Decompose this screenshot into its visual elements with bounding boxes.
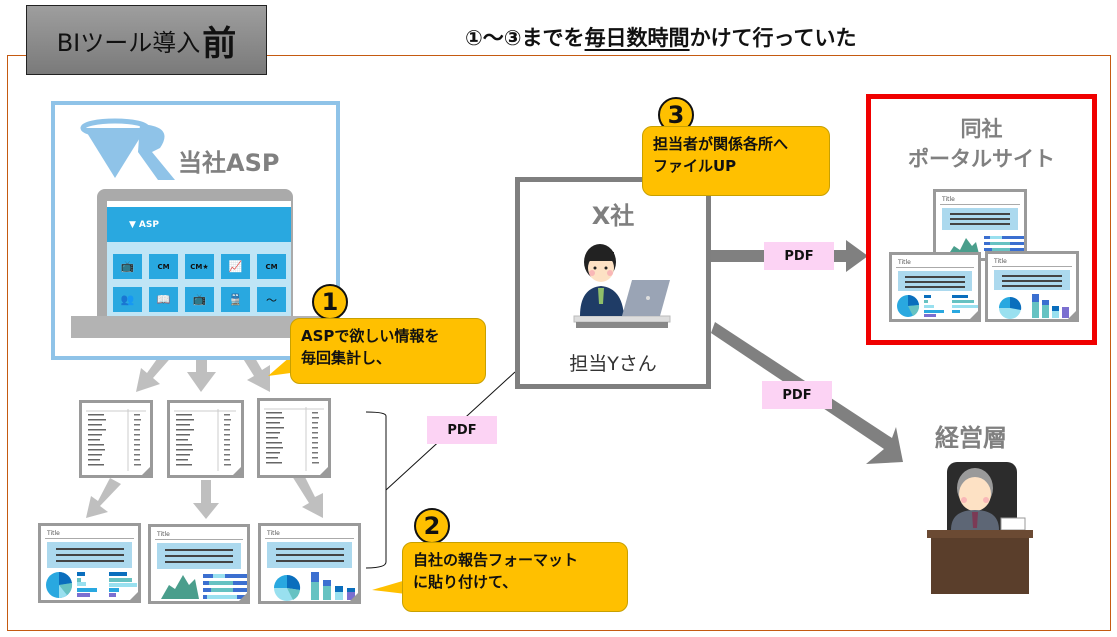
- report-summary-band: [47, 542, 132, 568]
- train-icon[interactable]: 🚆: [221, 287, 250, 312]
- step-3-line-1: 担当者が関係各所へ: [653, 135, 789, 153]
- report-charts: [46, 571, 137, 598]
- report-title-label: Title: [942, 196, 955, 203]
- step-2-line-1: 自社の報告フォーマット: [413, 551, 579, 569]
- area-chart: [161, 575, 199, 599]
- table-lines: [86, 409, 146, 471]
- table-to-report-arrows: [86, 471, 323, 519]
- portal-title: 同社 ポータルサイト: [866, 114, 1097, 174]
- page-fold: [236, 590, 250, 604]
- arrow-table-to-report-3: [292, 471, 323, 518]
- data-table-doc-3: [257, 398, 331, 478]
- executive-person-icon: [927, 462, 1033, 594]
- management-title: 経営層: [935, 424, 1007, 452]
- portal-title-line-1: 同社: [960, 117, 1003, 141]
- asp-title: 当社ASP: [178, 149, 280, 177]
- page-title: BIツール導入前: [26, 5, 267, 75]
- step-2-callout: 自社の報告フォーマット に貼り付けて、: [402, 542, 628, 612]
- report-title-line: [265, 538, 354, 539]
- laptop-base: [71, 316, 333, 338]
- report-summary-band: [942, 208, 1018, 230]
- page-fold: [317, 464, 331, 478]
- portal-report-left: Title: [889, 252, 981, 322]
- report-summary-band: [898, 271, 972, 291]
- arrow-table-to-report-2: [193, 480, 219, 519]
- report-title-label: Title: [157, 531, 170, 538]
- page-fold: [139, 464, 153, 478]
- portal-title-line-2: ポータルサイト: [908, 147, 1055, 171]
- report-doc-area-bars: Title: [148, 524, 250, 604]
- step-2-line-2: に貼り付けて、: [413, 573, 518, 591]
- page-fold: [230, 464, 244, 478]
- screen-logo-icon: ▼: [129, 219, 136, 230]
- pdf-tag-reports: PDF: [427, 416, 497, 444]
- page-fold: [967, 308, 981, 322]
- portal-report-right: Title: [985, 251, 1079, 322]
- data-table-doc-1: [79, 400, 153, 478]
- company-x-title: X社: [591, 202, 635, 230]
- step-1-badge: 1: [312, 284, 348, 320]
- headline: ①〜③までを毎日数時間かけて行っていた: [465, 22, 857, 52]
- report-charts: [897, 294, 978, 317]
- step-1-line-1: ASPで欲しい情報を: [301, 327, 440, 345]
- report-doc-pie-bars: Title: [38, 523, 141, 603]
- report-charts: [161, 574, 247, 599]
- page-fold: [1065, 308, 1079, 322]
- data-table-doc-2: [167, 400, 244, 478]
- step-3-callout: 担当者が関係各所へ ファイルUP: [642, 126, 830, 196]
- report-title-line: [45, 538, 134, 539]
- tv-cm-star-icon[interactable]: CM★: [185, 254, 214, 279]
- step-3-line-2: ファイルUP: [653, 157, 737, 175]
- arrow-asp-to-table-2: [187, 338, 216, 392]
- page-fold: [347, 590, 361, 604]
- report-title-line: [992, 266, 1072, 267]
- report-title-label: Title: [898, 259, 911, 266]
- book-icon[interactable]: 📖: [149, 287, 178, 312]
- tv-chart-icon[interactable]: 📺: [113, 254, 142, 279]
- callout-2-tail: [372, 580, 406, 594]
- report-doc-pie-stacked: Title: [258, 523, 361, 604]
- tv-person-icon[interactable]: 📺: [185, 287, 214, 312]
- content-frame: [7, 55, 1111, 631]
- step-1-callout: ASPで欲しい情報を 毎回集計し、: [290, 318, 486, 384]
- report-title-label: Title: [994, 258, 1007, 265]
- staff-person-icon: [573, 244, 671, 328]
- page-fold: [127, 589, 141, 603]
- table-lines: [264, 407, 324, 471]
- report-title-line: [896, 267, 974, 268]
- table-lines: [174, 409, 236, 471]
- step-1-line-2: 毎回集計し、: [301, 349, 392, 367]
- arrow-table-to-report-1: [86, 478, 121, 518]
- headline-before: ①〜③までを: [465, 26, 585, 50]
- staff-name: 担当Yさん: [569, 353, 657, 375]
- report-title-label: Title: [267, 530, 280, 537]
- screen-header: ▼ ASP: [107, 207, 291, 242]
- radio-wave-icon[interactable]: 〜: [257, 287, 286, 312]
- tv-trend-icon[interactable]: 📈: [221, 254, 250, 279]
- pdf-tag-portal: PDF: [764, 242, 834, 270]
- title-emphasis: 前: [202, 23, 237, 64]
- headline-after: かけて行っていた: [689, 26, 857, 50]
- company-x-box: [515, 177, 711, 389]
- report-title-label: Title: [47, 530, 60, 537]
- asp-logo-icon: [80, 118, 175, 180]
- report-charts: [274, 572, 355, 601]
- tv-cm-icon[interactable]: CM: [149, 254, 178, 279]
- pdf-tag-management: PDF: [762, 381, 832, 409]
- radio-cm-icon[interactable]: CM: [257, 254, 286, 279]
- bracket: [365, 411, 387, 569]
- report-summary-band: [994, 270, 1070, 290]
- report-summary-band: [157, 543, 241, 569]
- step-2-badge: 2: [414, 508, 450, 544]
- headline-emphasis: 毎日数時間: [584, 26, 690, 50]
- report-title-line: [155, 539, 243, 540]
- report-summary-band: [267, 542, 352, 568]
- screen-label: ASP: [138, 219, 159, 230]
- report-title-line: [940, 204, 1020, 205]
- title-prefix: BIツール導入: [56, 28, 201, 57]
- asp-icon-grid: 📺 CM CM★ 📈 CM 👥 📖 📺 🚆 〜: [113, 254, 286, 312]
- people-icon[interactable]: 👥: [113, 287, 142, 312]
- screen-top-strip: [107, 201, 291, 207]
